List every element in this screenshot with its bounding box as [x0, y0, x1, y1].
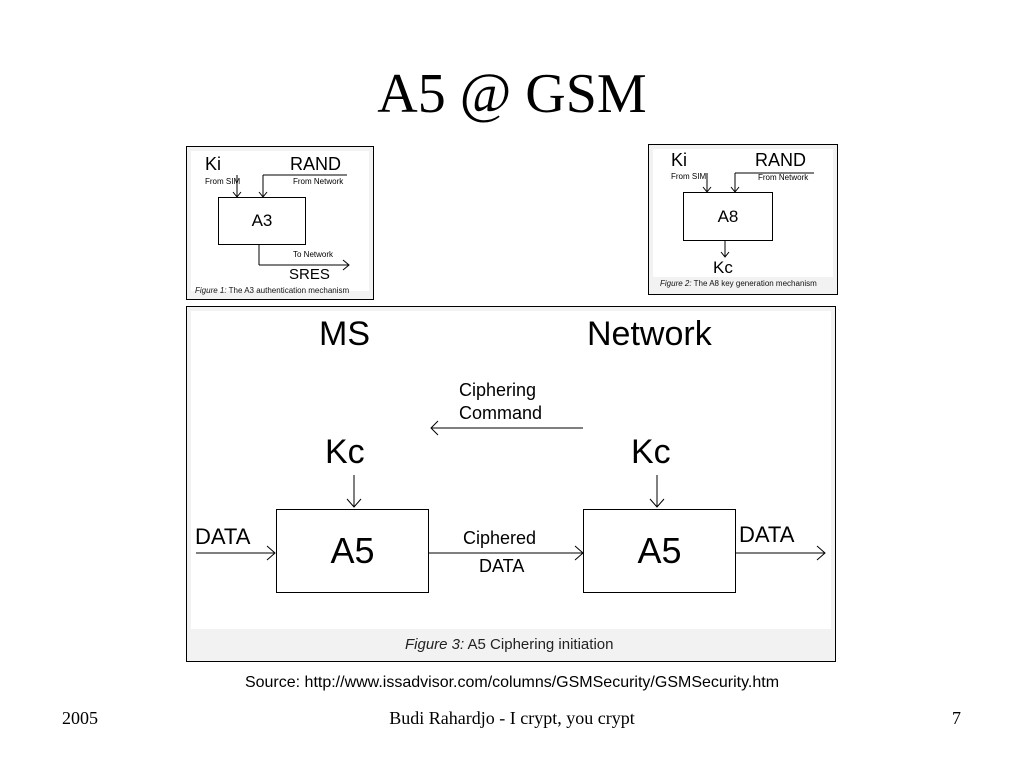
- source-citation: Source: http://www.issadvisor.com/column…: [244, 674, 780, 691]
- figure-a3-authentication: Ki From SIM RAND From Network A3 To Netw…: [186, 146, 374, 300]
- ms-label: MS: [319, 315, 370, 353]
- figure-a8-key-generation: Ki From SIM RAND From Network A8 Kc Figu…: [648, 144, 838, 295]
- fig2-caption-label: Figure 2:: [660, 279, 692, 288]
- fig2-caption-text: The A8 key generation mechanism: [691, 279, 817, 288]
- fig2-rand-label: RAND: [755, 150, 807, 170]
- fig3-caption: Figure 3: A5 Ciphering initiation: [405, 637, 613, 652]
- footer-page-number: 7: [952, 708, 961, 728]
- footer-title: Budi Rahardjo - I crypt, you crypt: [389, 708, 635, 728]
- data-out-label: DATA: [739, 522, 795, 547]
- ciphering-command-line1: Ciphering: [459, 380, 537, 400]
- a3-box-label: A3: [251, 211, 273, 230]
- fig1-caption: Figure 1: The A3 authentication mechanis…: [195, 286, 349, 295]
- a8-box: A8: [683, 192, 773, 241]
- a5-ms-box: A5: [276, 509, 429, 593]
- ciphered-data-line2: DATA: [479, 556, 525, 576]
- fig1-ki-label: Ki: [205, 154, 222, 174]
- kc-right-label: Kc: [631, 433, 671, 471]
- fig1-rand-sub: From Network: [293, 177, 344, 186]
- fig1-out-sub: To Network: [293, 250, 334, 259]
- fig2-rand-sub: From Network: [758, 173, 809, 182]
- fig2-kc-label: Kc: [713, 258, 733, 277]
- fig3-caption-text: A5 Ciphering initiation: [464, 636, 614, 653]
- fig1-sres-label: SRES: [289, 266, 330, 283]
- a5-network-box: A5: [583, 509, 736, 593]
- ciphering-command-line2: Command: [459, 403, 543, 423]
- figure-a5-ciphering: MS Network Ciphering Command Kc Kc DATA …: [186, 306, 836, 662]
- data-in-label: DATA: [195, 524, 251, 549]
- fig2-caption: Figure 2: The A8 key generation mechanis…: [660, 279, 817, 288]
- fig2-ki-label: Ki: [671, 150, 688, 170]
- footer-year: 2005: [62, 708, 98, 728]
- fig1-rand-label: RAND: [290, 154, 342, 174]
- kc-left-label: Kc: [325, 433, 365, 471]
- fig1-caption-label: Figure 1:: [195, 286, 227, 295]
- a8-box-label: A8: [717, 206, 739, 226]
- fig3-caption-label: Figure 3:: [405, 636, 465, 653]
- fig1-caption-text: The A3 authentication mechanism: [226, 286, 350, 295]
- fig1-ki-sub: From SIM: [205, 177, 241, 186]
- slide-title: A5 @ GSM: [377, 63, 647, 125]
- fig2-ki-sub: From SIM: [671, 172, 707, 181]
- a5-ms-box-label: A5: [330, 530, 375, 571]
- ciphered-data-line1: Ciphered: [463, 528, 537, 548]
- figure-a5-lines: [196, 420, 826, 561]
- a3-box: A3: [218, 197, 306, 245]
- a5-network-box-label: A5: [637, 530, 682, 571]
- network-label: Network: [587, 315, 712, 353]
